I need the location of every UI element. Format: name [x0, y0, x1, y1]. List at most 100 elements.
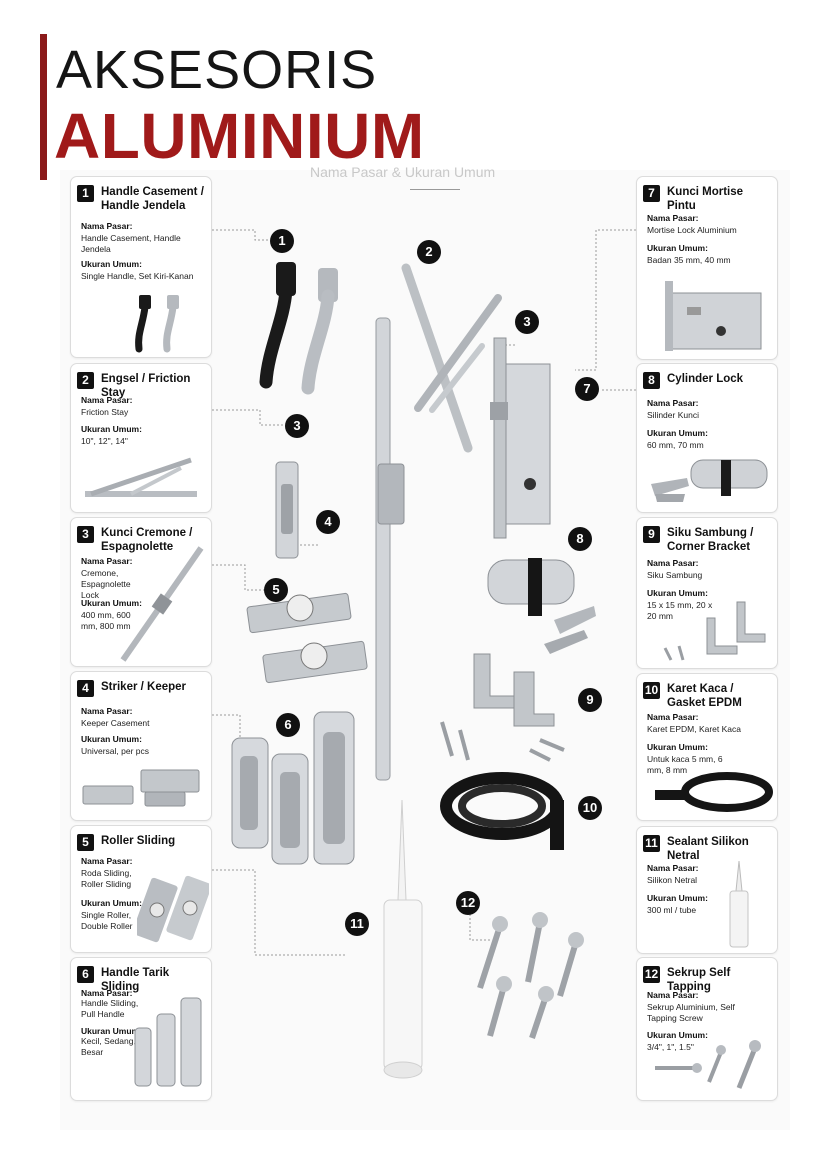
- card-number: 11: [643, 835, 660, 852]
- gasket-illustration: [440, 772, 564, 850]
- size-value: Badan 35 mm, 40 mm: [647, 255, 731, 265]
- size-value: Universal, per pcs: [81, 746, 150, 756]
- market-value: Keeper Casement: [81, 718, 150, 728]
- card-number: 5: [77, 834, 94, 851]
- callout-12: 12: [456, 891, 480, 915]
- market-value: Mortise Lock Aluminium: [647, 225, 737, 235]
- corner-bracket-icon: [663, 601, 766, 661]
- card-number: 4: [77, 680, 94, 697]
- market-value: Silinder Kunci: [647, 410, 699, 420]
- size-value: 300 ml / tube: [647, 905, 697, 915]
- size-value: 15 x 15 mm, 20 x 20 mm: [647, 600, 713, 621]
- size-label: Ukuran Umum:: [647, 243, 708, 253]
- size-label: Ukuran Umum:: [647, 1030, 708, 1040]
- card-title: Striker / Keeper: [101, 681, 187, 693]
- screw-icon: [655, 1040, 761, 1089]
- market-value: Karet EPDM, Karet Kaca: [647, 724, 742, 734]
- size-label: Ukuran Umum:: [647, 428, 708, 438]
- card-number: 2: [77, 372, 94, 389]
- pull-handle-icon: [134, 997, 202, 1087]
- friction-stay-icon: [85, 457, 197, 497]
- card-title: Handle Tarik Sliding: [101, 967, 170, 993]
- market-value: Friction Stay: [81, 407, 129, 417]
- card-roller: 5 Roller Sliding Nama Pasar: Roda Slidin…: [70, 825, 212, 953]
- market-value: Cremone, Espagnolette Lock: [81, 568, 131, 600]
- size-label: Ukuran Umum:: [81, 424, 142, 434]
- card-screw: 12 Sekrup Self Tapping Nama Pasar: Sekru…: [636, 957, 778, 1101]
- card-cremone: 3 Kunci Cremone / Espagnolette Nama Pasa…: [70, 517, 212, 667]
- callout-3: 3: [285, 414, 309, 438]
- market-label: Nama Pasar:: [81, 706, 133, 716]
- card-sealant: 11 Sealant Silikon Netral Nama Pasar: Si…: [636, 826, 778, 954]
- size-value: Single Handle, Set Kiri-Kanan: [81, 271, 194, 281]
- mortise-lock-icon: [665, 281, 762, 351]
- window-handle-icon: [135, 295, 179, 353]
- callout-4: 4: [316, 510, 340, 534]
- market-value: Sekrup Aluminium, Self Tapping Screw: [647, 1002, 735, 1023]
- callout-11: 11: [345, 912, 369, 936]
- card-cylinder-lock: 8 Cylinder Lock Nama Pasar: Silinder Kun…: [636, 363, 778, 513]
- market-value: Siku Sambung: [647, 570, 703, 580]
- card-corner-bracket: 9 Siku Sambung / Corner Bracket Nama Pas…: [636, 517, 778, 669]
- card-number: 7: [643, 185, 660, 202]
- card-friction-stay: 2 Engsel / Friction Stay Nama Pasar: Fri…: [70, 363, 212, 513]
- card-number: 3: [77, 526, 94, 543]
- mortise-lock-illustration: [490, 337, 551, 539]
- callout-1: 1: [270, 229, 294, 253]
- rubber-gasket-icon: [655, 772, 773, 812]
- market-label: Nama Pasar:: [81, 395, 133, 405]
- size-value: Single Roller, Double Roller: [81, 910, 133, 931]
- market-label: Nama Pasar:: [81, 556, 133, 566]
- callout-10: 10: [578, 796, 602, 820]
- subtitle-rule: [410, 189, 460, 190]
- card-number: 8: [643, 372, 660, 389]
- market-label: Nama Pasar:: [81, 221, 133, 231]
- size-value: 3/4", 1", 1.5": [647, 1042, 694, 1052]
- card-number: 10: [643, 682, 660, 699]
- pull-handle-illustration: [231, 711, 355, 865]
- callout-7: 7: [575, 377, 599, 401]
- card-number: 12: [643, 966, 660, 983]
- card-number: 9: [643, 526, 660, 543]
- card-title: Handle Casement / Handle Jendela: [101, 186, 204, 212]
- title-line-2: ALUMINIUM: [54, 100, 425, 172]
- market-label: Nama Pasar:: [647, 213, 699, 223]
- faint-subtitle: Nama Pasar & Ukuran Umum: [310, 164, 496, 180]
- size-label: Ukuran Umum:: [647, 588, 708, 598]
- cylinder-illustration: [487, 558, 596, 654]
- cremone-bar-illustration: [375, 317, 405, 781]
- card-title: Sealant Silikon Netral: [667, 836, 749, 862]
- market-value: Handle Sliding, Pull Handle: [81, 998, 139, 1019]
- screws-illustration: [477, 912, 584, 1039]
- callout-8: 8: [568, 527, 592, 551]
- size-value: 400 mm, 600 mm, 800 mm: [81, 610, 131, 631]
- market-label: Nama Pasar:: [647, 990, 699, 1000]
- card-title: Siku Sambung / Corner Bracket: [667, 527, 754, 553]
- market-label: Nama Pasar:: [81, 988, 133, 998]
- callout-3-lock: 3: [515, 310, 539, 334]
- card-pull-handle: 6 Handle Tarik Sliding Nama Pasar: Handl…: [70, 957, 212, 1101]
- size-label: Ukuran Umum:: [81, 259, 142, 269]
- market-label: Nama Pasar:: [647, 863, 699, 873]
- cremone-lock-icon: [120, 546, 204, 662]
- striker-plate-icon: [82, 769, 200, 807]
- card-rubber-gasket: 10 Karet Kaca / Gasket EPDM Nama Pasar: …: [636, 673, 778, 821]
- handle-illustration: [259, 262, 338, 395]
- market-value: Roda Sliding, Roller Sliding: [81, 868, 132, 889]
- striker-illustration: [275, 461, 299, 559]
- market-label: Nama Pasar:: [647, 558, 699, 568]
- market-label: Nama Pasar:: [81, 856, 133, 866]
- card-mortise-lock: 7 Kunci Mortise Pintu Nama Pasar: Mortis…: [636, 176, 778, 360]
- size-label: Ukuran Umum:: [81, 734, 142, 744]
- card-handle-casement: 1 Handle Casement / Handle Jendela Nama …: [70, 176, 212, 358]
- card-title: Engsel / Friction Stay: [101, 373, 191, 399]
- size-value: Kecil, Sedang, Besar: [81, 1036, 136, 1057]
- card-title: Karet Kaca / Gasket EPDM: [667, 683, 742, 709]
- market-label: Nama Pasar:: [647, 398, 699, 408]
- card-title: Kunci Cremone / Espagnolette: [101, 527, 193, 553]
- sealant-illustration: [383, 800, 423, 1079]
- title-line-1: AKSESORIS: [56, 40, 378, 100]
- size-label: Ukuran Umum:: [647, 742, 708, 752]
- size-label: Ukuran Umum:: [81, 1026, 142, 1036]
- size-label: Ukuran Umum:: [81, 598, 142, 608]
